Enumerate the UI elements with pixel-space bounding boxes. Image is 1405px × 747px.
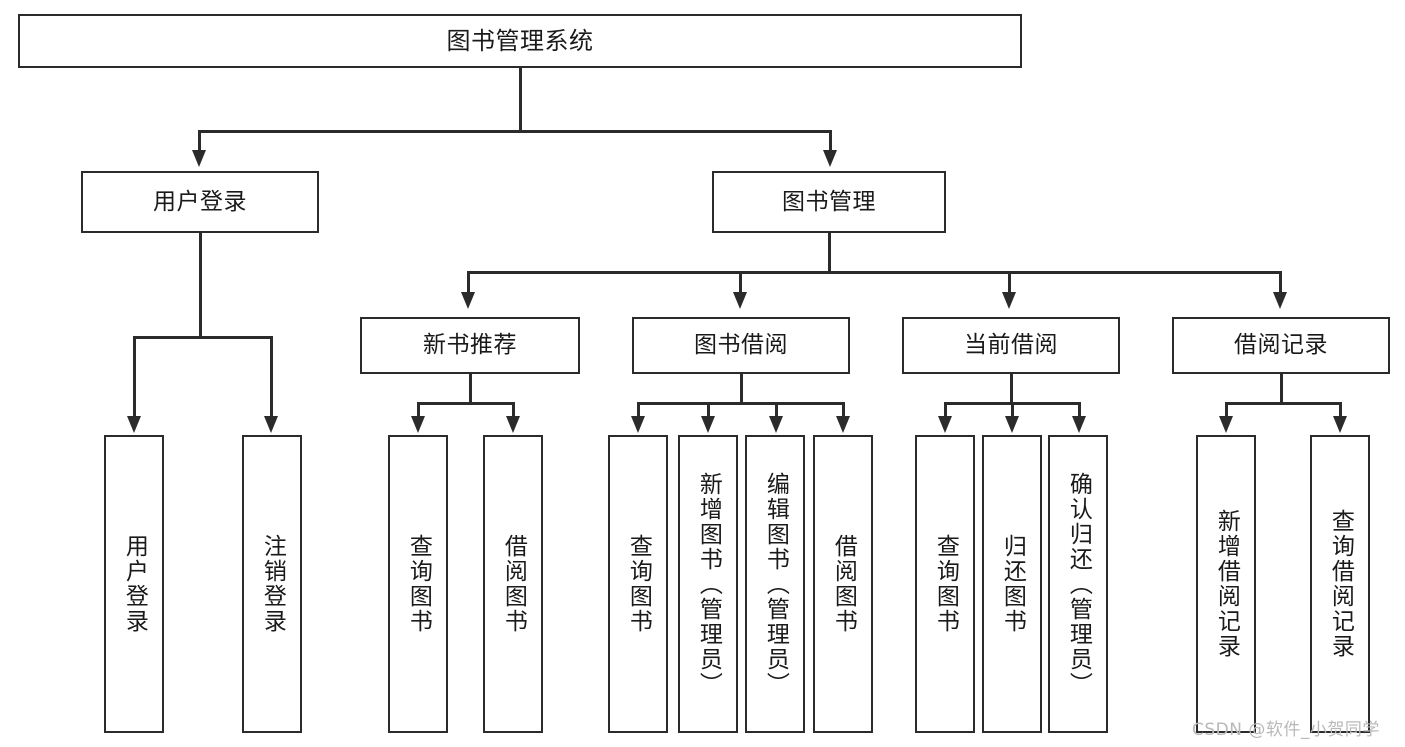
node-user-login-label: 用户登录 xyxy=(153,188,247,215)
edge-current-to-l2 xyxy=(1011,402,1014,417)
leaf-query-borrow-record[interactable]: 查询借阅记录 xyxy=(1310,435,1370,733)
leaf-confirm-return-admin[interactable]: 确认归还（管理员） xyxy=(1048,435,1108,733)
arrow-current-to-l3 xyxy=(1072,416,1086,433)
arrow-record-to-l1 xyxy=(1219,416,1233,433)
edge-login-bus xyxy=(133,336,272,339)
leaf-query-books-borrowing[interactable]: 查询图书 xyxy=(608,435,668,733)
edge-record-bus xyxy=(1225,402,1341,405)
edge-borrow-stem xyxy=(740,374,743,404)
edge-borrow-bus xyxy=(637,402,844,405)
leaf-borrow-books-borrowing[interactable]: 借阅图书 xyxy=(813,435,873,733)
leaf-logout-label: 注销登录 xyxy=(259,534,286,634)
leaf-query-books-current[interactable]: 查询图书 xyxy=(915,435,975,733)
arrow-borrow-to-l3 xyxy=(769,416,783,433)
edge-current-to-l3 xyxy=(1078,402,1081,417)
edge-bookmgr-to-n1 xyxy=(467,271,470,293)
leaf-return-books[interactable]: 归还图书 xyxy=(982,435,1042,733)
edge-borrow-to-l1 xyxy=(637,402,640,417)
edge-newbook-to-l2 xyxy=(512,402,515,417)
arrow-bookmgr-to-n3 xyxy=(1002,292,1016,309)
edge-newbook-to-l1 xyxy=(417,402,420,417)
leaf-borrow-books-borrowing-label: 借阅图书 xyxy=(830,534,857,634)
arrow-bookmgr-to-n4 xyxy=(1273,292,1287,309)
leaf-edit-book-admin-label: 编辑图书（管理员） xyxy=(762,471,789,697)
leaf-query-borrow-record-label: 查询借阅记录 xyxy=(1327,509,1354,659)
node-borrow-records-label: 借阅记录 xyxy=(1234,332,1328,358)
node-current-borrowing[interactable]: 当前借阅 xyxy=(902,317,1120,374)
edge-bookmgr-bus xyxy=(467,271,1281,274)
edge-borrow-to-l3 xyxy=(775,402,778,417)
edge-root-stem xyxy=(519,68,522,132)
arrow-bookmgr-to-n1 xyxy=(461,292,475,309)
edge-login-to-l1 xyxy=(133,336,136,417)
edge-login-to-l2 xyxy=(270,336,273,417)
edge-record-to-l2 xyxy=(1339,402,1342,417)
node-new-book-recommendation[interactable]: 新书推荐 xyxy=(360,317,580,374)
node-book-management-label: 图书管理 xyxy=(782,188,876,215)
node-new-book-recommendation-label: 新书推荐 xyxy=(423,332,517,358)
node-user-login[interactable]: 用户登录 xyxy=(81,171,319,233)
edge-current-stem xyxy=(1010,374,1013,404)
arrow-current-to-l1 xyxy=(938,416,952,433)
edge-root-to-bookmgr xyxy=(829,130,832,152)
arrow-record-to-l2 xyxy=(1333,416,1347,433)
node-book-management[interactable]: 图书管理 xyxy=(712,171,946,233)
leaf-edit-book-admin[interactable]: 编辑图书（管理员） xyxy=(745,435,805,733)
leaf-query-books-newbook[interactable]: 查询图书 xyxy=(388,435,448,733)
arrow-borrow-to-l4 xyxy=(836,416,850,433)
edge-newbook-bus xyxy=(417,402,514,405)
edge-login-stem xyxy=(199,233,202,338)
arrow-login-to-l1 xyxy=(127,416,141,433)
edge-root-bus xyxy=(198,130,831,133)
leaf-add-borrow-record[interactable]: 新增借阅记录 xyxy=(1196,435,1256,733)
arrow-borrow-to-l2 xyxy=(701,416,715,433)
leaf-borrow-books-newbook[interactable]: 借阅图书 xyxy=(483,435,543,733)
edge-bookmgr-stem xyxy=(828,233,831,273)
edge-newbook-stem xyxy=(469,374,472,404)
leaf-query-books-borrowing-label: 查询图书 xyxy=(625,534,652,634)
arrow-root-to-bookmgr xyxy=(823,150,837,167)
leaf-user-login-label: 用户登录 xyxy=(121,534,148,634)
arrow-borrow-to-l1 xyxy=(631,416,645,433)
node-borrow-records[interactable]: 借阅记录 xyxy=(1172,317,1390,374)
edge-borrow-to-l2 xyxy=(707,402,710,417)
leaf-add-book-admin[interactable]: 新增图书（管理员） xyxy=(678,435,738,733)
leaf-return-books-label: 归还图书 xyxy=(999,534,1026,634)
node-root-label: 图书管理系统 xyxy=(446,27,594,55)
node-book-borrowing-label: 图书借阅 xyxy=(694,332,788,358)
edge-bookmgr-to-n4 xyxy=(1279,271,1282,293)
arrow-login-to-l2 xyxy=(264,416,278,433)
edge-current-to-l1 xyxy=(944,402,947,417)
arrow-bookmgr-to-n2 xyxy=(733,292,747,309)
arrow-newbook-to-l1 xyxy=(411,416,425,433)
leaf-add-borrow-record-label: 新增借阅记录 xyxy=(1213,509,1240,659)
edge-borrow-to-l4 xyxy=(842,402,845,417)
edge-record-stem xyxy=(1280,374,1283,404)
leaf-user-login[interactable]: 用户登录 xyxy=(104,435,164,733)
arrow-current-to-l2 xyxy=(1005,416,1019,433)
leaf-query-books-current-label: 查询图书 xyxy=(932,534,959,634)
leaf-query-books-newbook-label: 查询图书 xyxy=(405,534,432,634)
node-book-borrowing[interactable]: 图书借阅 xyxy=(632,317,850,374)
leaf-borrow-books-newbook-label: 借阅图书 xyxy=(500,534,527,634)
node-current-borrowing-label: 当前借阅 xyxy=(964,332,1058,358)
leaf-add-book-admin-label: 新增图书（管理员） xyxy=(695,471,722,697)
leaf-confirm-return-admin-label: 确认归还（管理员） xyxy=(1065,471,1092,697)
edge-record-to-l1 xyxy=(1225,402,1228,417)
edge-bookmgr-to-n2 xyxy=(739,271,742,293)
edge-bookmgr-to-n3 xyxy=(1008,271,1011,293)
edge-root-to-login xyxy=(198,130,201,152)
node-root-book-management-system[interactable]: 图书管理系统 xyxy=(18,14,1022,68)
leaf-logout[interactable]: 注销登录 xyxy=(242,435,302,733)
arrow-newbook-to-l2 xyxy=(506,416,520,433)
arrow-root-to-login xyxy=(192,150,206,167)
